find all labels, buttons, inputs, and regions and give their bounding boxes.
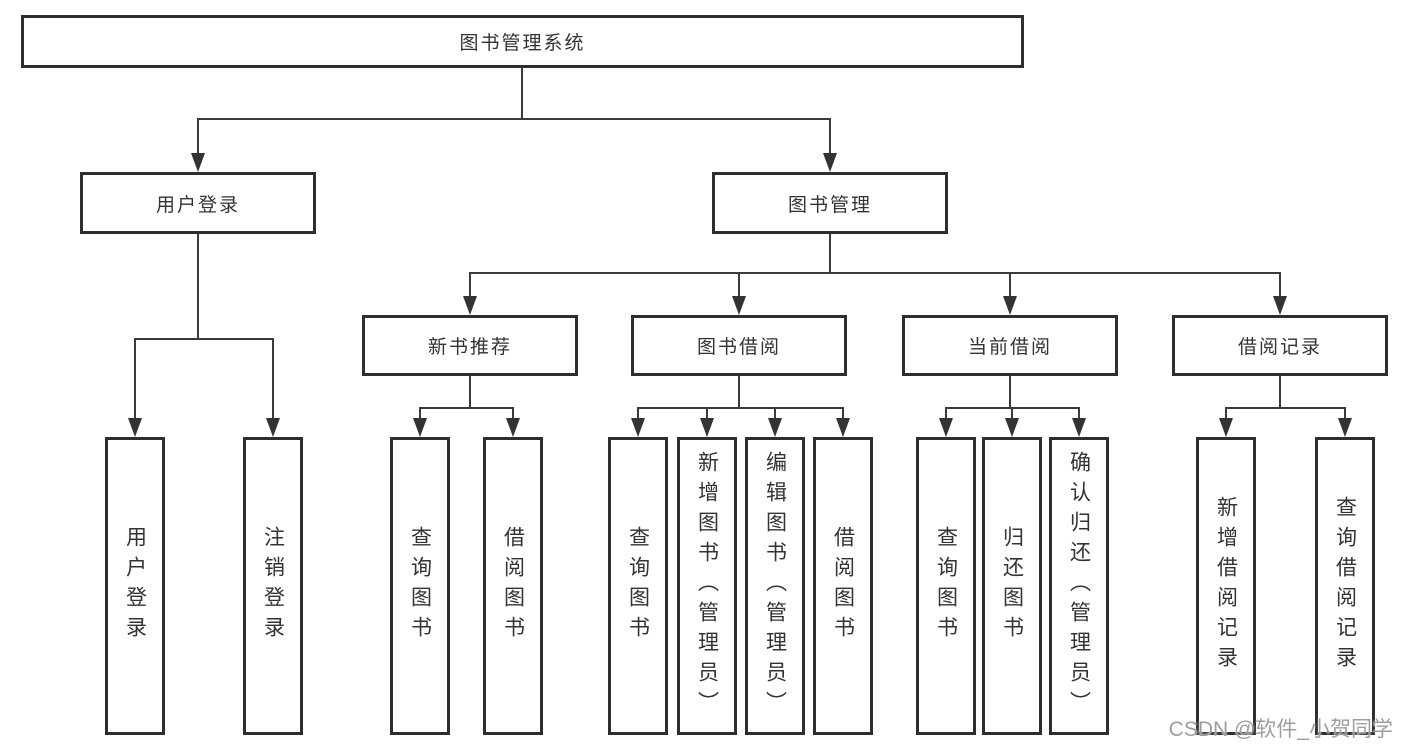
arrow-down-icon <box>266 418 280 437</box>
connector-line <box>1009 272 1011 298</box>
node-label: 新增借阅记录 <box>1214 496 1238 676</box>
node-current-borrow: 当前借阅 <box>902 315 1118 376</box>
leaf-add-books-admin: 新增图书（管理员） <box>677 437 737 735</box>
node-label: 编辑图书（管理员） <box>763 451 787 721</box>
leaf-query-books: 查询图书 <box>608 437 668 735</box>
node-label: 借阅图书 <box>831 526 855 646</box>
connector-line <box>469 272 471 298</box>
connector-line <box>197 234 199 338</box>
connector-line <box>419 407 514 409</box>
connector-line <box>829 234 831 272</box>
arrow-down-icon <box>506 418 520 437</box>
arrow-down-icon <box>768 418 782 437</box>
leaf-edit-books-admin: 编辑图书（管理员） <box>745 437 805 735</box>
node-label: 新书推荐 <box>427 337 512 358</box>
connector-line <box>1279 376 1281 407</box>
connector-line <box>1225 407 1227 420</box>
node-user-login: 用户登录 <box>80 172 316 234</box>
node-label: 查询图书 <box>934 526 958 646</box>
arrow-down-icon <box>1338 418 1352 437</box>
arrow-down-icon <box>732 296 746 315</box>
connector-line <box>829 118 831 155</box>
node-label: 注销登录 <box>261 526 285 646</box>
leaf-borrow-books: 借阅图书 <box>483 437 543 735</box>
node-root: 图书管理系统 <box>21 15 1024 68</box>
node-book-management: 图书管理 <box>712 172 948 234</box>
arrow-down-icon <box>463 296 477 315</box>
leaf-query-borrow-record: 查询借阅记录 <box>1315 437 1375 735</box>
leaf-query-books: 查询图书 <box>916 437 976 735</box>
leaf-query-books: 查询图书 <box>390 437 450 735</box>
connector-line <box>945 407 947 420</box>
arrow-down-icon <box>1005 418 1019 437</box>
watermark: CSDN @软件_小贺同学 <box>1168 718 1393 741</box>
connector-line <box>1279 272 1281 298</box>
node-label: 图书管理系统 <box>459 33 586 54</box>
arrow-down-icon <box>823 153 837 172</box>
arrow-down-icon <box>128 418 142 437</box>
arrow-down-icon <box>631 418 645 437</box>
node-label: 用户登录 <box>155 194 240 216</box>
node-label: 查询图书 <box>626 526 650 646</box>
arrow-down-icon <box>191 153 205 172</box>
node-borrow-records: 借阅记录 <box>1172 315 1388 376</box>
node-label: 图书借阅 <box>696 337 781 358</box>
connector-line <box>1009 376 1011 407</box>
connector-line <box>521 68 523 118</box>
node-label: 借阅记录 <box>1237 337 1322 358</box>
connector-line <box>134 338 136 420</box>
connector-line <box>469 376 471 407</box>
connector-line <box>419 407 421 420</box>
leaf-confirm-return-admin: 确认归还（管理员） <box>1049 437 1109 735</box>
arrow-down-icon <box>836 418 850 437</box>
arrow-down-icon <box>700 418 714 437</box>
connector-line <box>637 407 639 420</box>
leaf-return-books: 归还图书 <box>982 437 1042 735</box>
connector-line <box>738 272 740 298</box>
node-label: 确认归还（管理员） <box>1067 451 1091 721</box>
arrow-down-icon <box>1273 296 1287 315</box>
leaf-borrow-books: 借阅图书 <box>813 437 873 735</box>
connector-line <box>637 407 844 409</box>
node-label: 用户登录 <box>123 526 147 646</box>
node-label: 查询图书 <box>408 526 432 646</box>
connector-line <box>738 376 740 407</box>
connector-line <box>512 407 514 420</box>
connector-line <box>1011 407 1013 420</box>
connector-line <box>1078 407 1080 420</box>
connector-line <box>706 407 708 420</box>
connector-line <box>1344 407 1346 420</box>
leaf-add-borrow-record: 新增借阅记录 <box>1196 437 1256 735</box>
leaf-logout: 注销登录 <box>243 437 303 735</box>
arrow-down-icon <box>1219 418 1233 437</box>
connector-line <box>197 118 199 155</box>
node-new-book-recommend: 新书推荐 <box>362 315 578 376</box>
connector-line <box>842 407 844 420</box>
node-label: 查询借阅记录 <box>1333 496 1357 676</box>
node-label: 归还图书 <box>1000 526 1024 646</box>
connector-line <box>272 338 274 420</box>
connector-line <box>134 338 274 340</box>
connector-line <box>469 272 1281 274</box>
connector-line <box>774 407 776 420</box>
arrow-down-icon <box>1072 418 1086 437</box>
node-label: 图书管理 <box>787 194 872 216</box>
leaf-user-login: 用户登录 <box>105 437 165 735</box>
connector-line <box>1225 407 1346 409</box>
node-book-borrow: 图书借阅 <box>631 315 847 376</box>
arrow-down-icon <box>939 418 953 437</box>
node-label: 当前借阅 <box>967 337 1052 358</box>
node-label: 借阅图书 <box>501 526 525 646</box>
connector-line <box>197 118 831 120</box>
node-label: 新增图书（管理员） <box>695 451 719 721</box>
arrow-down-icon <box>1003 296 1017 315</box>
arrow-down-icon <box>413 418 427 437</box>
